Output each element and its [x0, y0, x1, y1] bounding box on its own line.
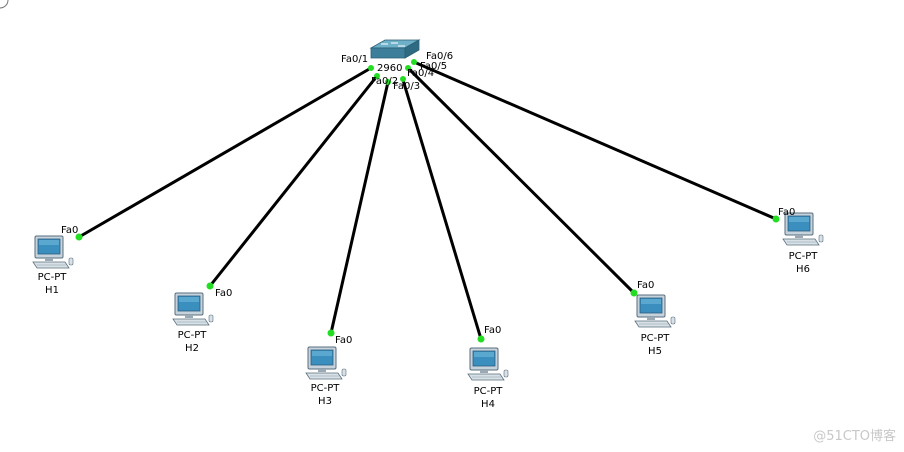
link-h2[interactable] — [208, 75, 379, 287]
port-dot — [405, 65, 411, 71]
port-dot — [772, 215, 780, 223]
links — [78, 60, 777, 340]
host-port-label: Fa0 — [637, 280, 654, 291]
port-dot — [630, 289, 638, 297]
port-label-fa0-6: Fa0/6 — [426, 51, 453, 62]
port-dot — [75, 233, 83, 241]
host-type-label: PC-PT — [311, 383, 341, 394]
switch-port-labels: Fa0/1 Fa0/2 Fa0/3 Fa0/4 Fa0/5 Fa0/6 — [341, 51, 453, 92]
host-port-label: Fa0 — [61, 225, 78, 236]
switch-port-dots — [368, 59, 417, 85]
host-port-dots — [75, 215, 780, 343]
port-label-fa0-1: Fa0/1 — [341, 54, 368, 65]
pc-icon — [172, 292, 214, 326]
pc-icon — [634, 294, 676, 328]
host-port-label: Fa0 — [484, 325, 501, 336]
host-type-label: PC-PT — [178, 330, 208, 341]
port-dot — [411, 59, 417, 65]
link-h6[interactable] — [413, 60, 777, 221]
host-type-label: PC-PT — [789, 251, 819, 262]
host-name-label: H5 — [648, 346, 662, 357]
link-h1[interactable] — [78, 66, 372, 239]
port-label-fa0-3: Fa0/3 — [393, 81, 420, 92]
port-dot — [374, 73, 380, 79]
host-name-label: H2 — [185, 343, 199, 354]
link-h4[interactable] — [401, 79, 483, 340]
host-name-label: H6 — [796, 264, 810, 275]
host-h3[interactable]: Fa0 PC-PT H3 — [305, 335, 352, 407]
host-name-label: H3 — [318, 396, 332, 407]
port-dot — [385, 79, 391, 85]
port-dot — [400, 76, 406, 82]
port-label-fa0-5: Fa0/5 — [420, 61, 447, 72]
link-h5[interactable] — [406, 66, 636, 295]
watermark: @51CTO博客 — [813, 428, 896, 444]
host-port-label: Fa0 — [215, 288, 232, 299]
host-name-label: H1 — [45, 285, 59, 296]
host-h5[interactable]: Fa0 PC-PT H5 — [634, 280, 676, 357]
port-label-fa0-2: Fa0/2 — [371, 76, 398, 87]
host-port-label: Fa0 — [778, 207, 795, 218]
switch-model-label: 2960 — [377, 63, 402, 74]
host-h2[interactable]: Fa0 PC-PT H2 — [172, 288, 232, 354]
link-h3[interactable] — [329, 81, 390, 334]
host-name-label: H4 — [481, 399, 495, 410]
port-dot — [368, 65, 374, 71]
pc-icon — [467, 347, 509, 381]
port-dot — [327, 329, 335, 337]
host-h4[interactable]: Fa0 PC-PT H4 — [467, 325, 509, 410]
host-h1[interactable]: Fa0 PC-PT H1 — [32, 225, 78, 296]
host-type-label: PC-PT — [38, 272, 68, 283]
host-type-label: PC-PT — [641, 333, 671, 344]
pc-icon — [305, 346, 347, 380]
port-label-fa0-4: Fa0/4 — [407, 68, 434, 79]
host-type-label: PC-PT — [474, 386, 504, 397]
corner-arc — [0, 0, 9, 9]
host-port-label: Fa0 — [335, 335, 352, 346]
port-dot — [206, 282, 214, 290]
host-h6[interactable]: Fa0 PC-PT H6 — [778, 207, 824, 275]
port-dot — [477, 335, 485, 343]
pc-icon — [32, 235, 74, 269]
switch-2960[interactable]: 2960 — [369, 39, 421, 74]
switch-icon — [369, 39, 421, 59]
